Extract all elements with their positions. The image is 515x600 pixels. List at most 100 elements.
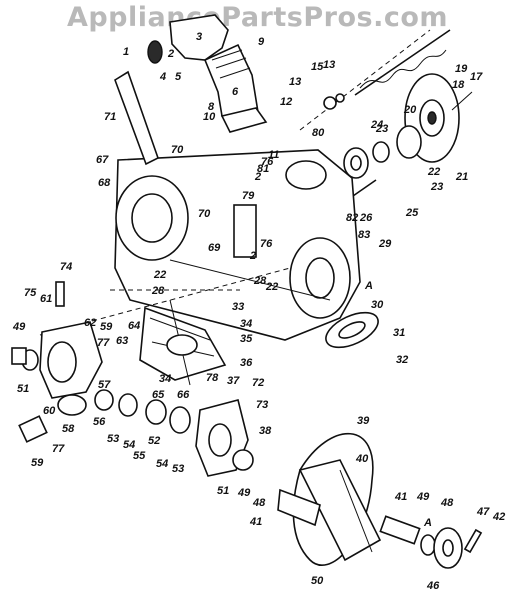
callout-20: 20 xyxy=(403,104,417,116)
callout-54b: 54 xyxy=(156,458,168,470)
callout-52: 52 xyxy=(148,435,160,447)
callout-51a: 51 xyxy=(17,383,29,395)
callout-31: 31 xyxy=(393,327,405,339)
callout-49a: 49 xyxy=(12,321,26,333)
belt-guide xyxy=(325,311,379,349)
callout-37: 37 xyxy=(227,375,240,387)
callout-57: 57 xyxy=(98,379,111,391)
callout-64: 64 xyxy=(128,320,140,332)
callout-8: 8 xyxy=(208,101,215,113)
callout-71: 71 xyxy=(104,111,116,123)
callout-3: 3 xyxy=(196,31,202,43)
callout-62: 62 xyxy=(84,317,96,329)
callout-41a: 41 xyxy=(249,516,262,528)
callout-75: 75 xyxy=(24,287,37,299)
callout-82: 82 xyxy=(346,212,358,224)
callout-2: 2 xyxy=(167,48,174,60)
callout-32: 32 xyxy=(396,354,408,366)
callout-4: 4 xyxy=(159,71,166,83)
callout-48b: 48 xyxy=(440,497,454,509)
callout-72: 72 xyxy=(252,377,264,389)
callout-77a: 77 xyxy=(97,337,110,349)
callout-40: 40 xyxy=(355,453,369,465)
callout-61: 61 xyxy=(40,293,52,305)
callout-12: 12 xyxy=(280,96,292,108)
callout-69: 69 xyxy=(208,242,221,254)
callout-77b: 77 xyxy=(52,443,65,455)
handle-arm xyxy=(114,70,159,166)
callout-A2: A xyxy=(423,517,432,529)
callout-50: 50 xyxy=(311,575,324,587)
auger-spiral xyxy=(323,29,451,110)
worm-gear xyxy=(18,389,191,443)
callout-2b: 2 xyxy=(254,171,261,183)
callout-1: 1 xyxy=(123,46,129,58)
callout-53a: 53 xyxy=(107,433,119,445)
callout-81: 81 xyxy=(257,163,269,175)
callout-60: 60 xyxy=(43,405,56,417)
callout-76b: 76 xyxy=(260,238,273,250)
callout-34a: 34 xyxy=(240,318,252,330)
callout-2c: 2 xyxy=(249,250,256,262)
callout-13a: 13 xyxy=(289,76,301,88)
callout-83: 83 xyxy=(358,229,370,241)
callout-19: 19 xyxy=(455,63,468,75)
auger-housing xyxy=(114,149,361,341)
callout-42: 42 xyxy=(492,511,505,523)
callout-5: 5 xyxy=(175,71,182,83)
callout-6: 6 xyxy=(232,86,239,98)
auger-flight xyxy=(277,432,382,566)
callout-67: 67 xyxy=(96,154,109,166)
shaft-end-parts xyxy=(379,515,483,569)
callout-63: 63 xyxy=(116,335,128,347)
callout-23b: 23 xyxy=(430,181,443,193)
callout-80: 80 xyxy=(312,127,325,139)
callout-48a: 48 xyxy=(252,497,266,509)
callout-73: 73 xyxy=(256,399,268,411)
callout-55: 55 xyxy=(133,450,146,462)
callout-26: 26 xyxy=(359,212,373,224)
callout-56: 56 xyxy=(93,416,106,428)
bracket-74 xyxy=(55,281,65,307)
callout-22a: 22 xyxy=(427,166,440,178)
callout-65: 65 xyxy=(152,389,165,401)
callout-22b: 22 xyxy=(153,269,166,281)
callout-34b: 34 xyxy=(159,373,171,385)
callout-70b: 70 xyxy=(198,208,211,220)
callout-59a: 59 xyxy=(100,321,113,333)
callout-18: 18 xyxy=(452,79,465,91)
callout-28b: 28 xyxy=(253,275,267,287)
callout-35: 35 xyxy=(240,333,253,345)
callout-24: 24 xyxy=(370,119,383,131)
callout-11: 11 xyxy=(268,149,279,161)
callout-13b: 13 xyxy=(323,59,335,71)
callout-36: 36 xyxy=(240,357,253,369)
discharge-chute xyxy=(147,14,268,133)
callout-39: 39 xyxy=(357,415,370,427)
callout-46: 46 xyxy=(426,580,440,592)
callout-70a: 70 xyxy=(171,144,184,156)
callout-53b: 53 xyxy=(172,463,184,475)
callout-68: 68 xyxy=(98,177,111,189)
gearbox-left-half xyxy=(11,321,103,399)
callout-79: 79 xyxy=(242,190,255,202)
callout-54a: 54 xyxy=(123,439,135,451)
callout-41b: 41 xyxy=(394,491,407,503)
callout-9: 9 xyxy=(258,36,265,48)
callout-74: 74 xyxy=(60,261,72,273)
callout-49c: 49 xyxy=(416,491,430,503)
callout-30: 30 xyxy=(371,299,384,311)
callout-33: 33 xyxy=(232,301,244,313)
auger-pulley xyxy=(396,73,473,163)
callout-21: 21 xyxy=(455,171,468,183)
callout-10: 10 xyxy=(203,111,216,123)
callout-78: 78 xyxy=(206,372,219,384)
callout-28a: 28 xyxy=(151,285,165,297)
callout-49b: 49 xyxy=(237,487,251,499)
callout-51b: 51 xyxy=(217,485,229,497)
impeller xyxy=(139,299,227,386)
callout-22c: 22 xyxy=(265,281,278,293)
callout-59b: 59 xyxy=(31,457,44,469)
